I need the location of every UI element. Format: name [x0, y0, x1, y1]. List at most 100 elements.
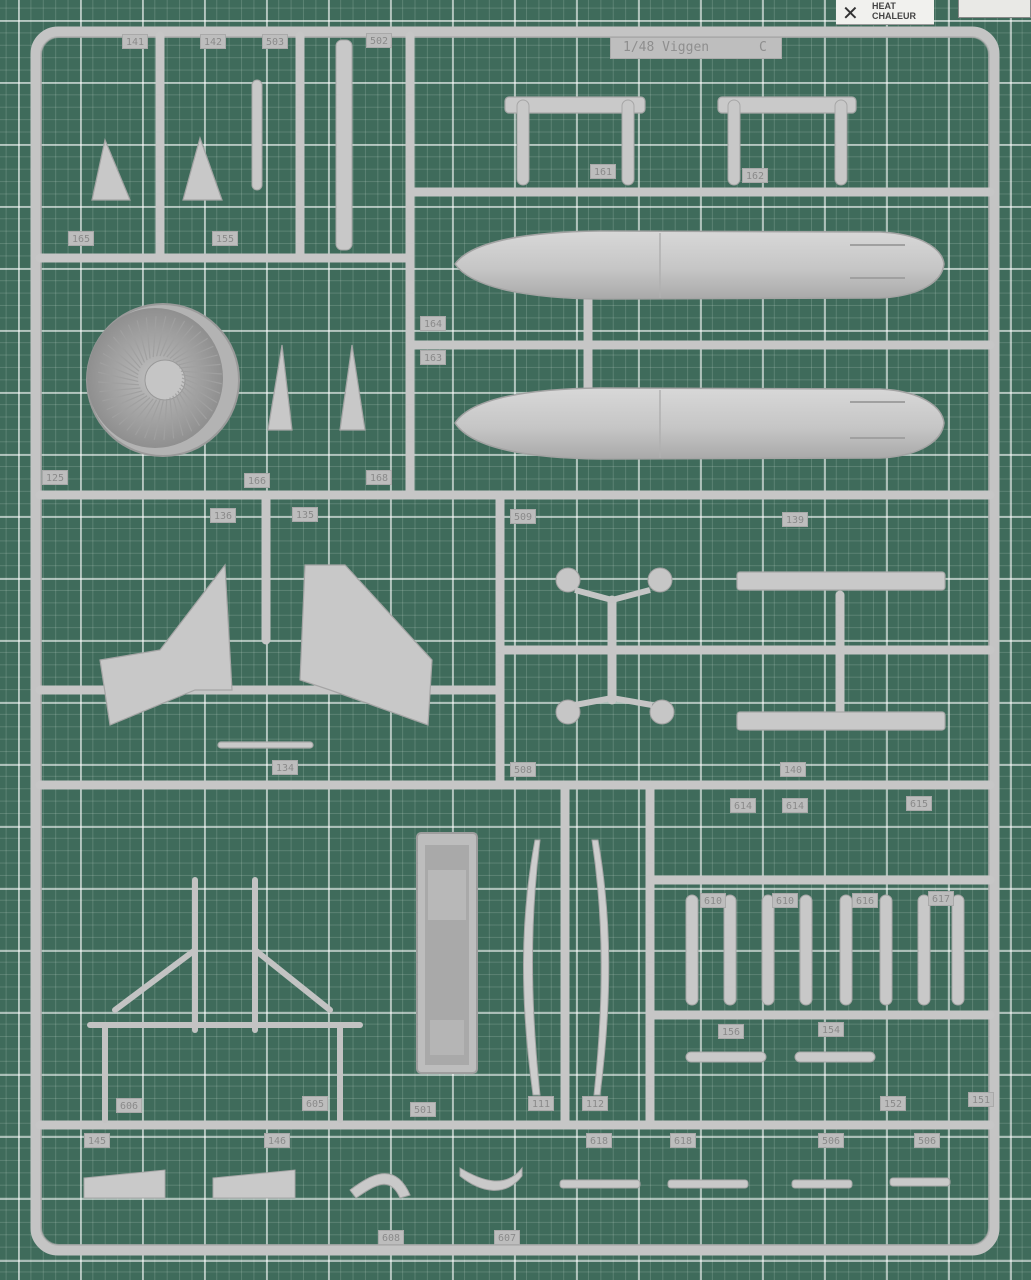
fan-blade — [169, 330, 202, 359]
fan-blade — [102, 352, 139, 376]
part-number-label: 607 — [494, 1230, 521, 1245]
fan-blade — [172, 395, 184, 436]
drop-tank-lower — [454, 387, 945, 460]
landing-gear-parts — [87, 877, 363, 1123]
part-number-label: 614 — [730, 798, 757, 813]
part-number-label: 606 — [116, 1098, 143, 1113]
part-number-label: 141 — [122, 34, 149, 49]
ruler-edge — [958, 0, 1031, 18]
fan-blade — [180, 384, 213, 412]
drop-tank-upper — [454, 230, 945, 300]
part-number-label: 156 — [718, 1024, 745, 1039]
chaleur-label: CHALEUR — [872, 11, 916, 21]
part-number-label: 165 — [68, 231, 95, 246]
fan-blade — [169, 397, 175, 439]
sprue-letter: C — [759, 40, 767, 55]
part-number-label: 145 — [84, 1133, 111, 1148]
fan-blade — [126, 398, 154, 431]
fan-blade — [181, 380, 218, 404]
fan-blade — [153, 399, 165, 440]
part-number-label: 161 — [590, 164, 617, 179]
sprue-frame-shadow — [40, 36, 990, 1246]
fan-blade — [136, 320, 148, 361]
part-number-label: 125 — [42, 470, 69, 485]
part-number-label: 618 — [670, 1133, 697, 1148]
fan-blade — [98, 371, 139, 383]
fan-blade — [179, 387, 208, 420]
fan-blade — [166, 325, 194, 358]
part-number-label: 168 — [366, 470, 393, 485]
part-number-label: 506 — [818, 1133, 845, 1148]
cockpit-tub-part — [416, 832, 478, 1074]
kit-scale-title: 1/48 Viggen — [623, 40, 710, 55]
part-number-label: 618 — [586, 1133, 613, 1148]
fin-parts — [91, 135, 433, 726]
part-number-label: 610 — [772, 893, 799, 908]
part-number-label: 501 — [410, 1102, 437, 1117]
fan-blade — [177, 354, 218, 366]
fan-blade — [127, 324, 145, 363]
sprue-frame — [30, 26, 1000, 1256]
fan-blade — [134, 399, 158, 436]
fan-blade — [98, 381, 140, 386]
canopy-strips — [522, 839, 610, 1096]
part-number-label: 163 — [420, 350, 447, 365]
sprue-runners — [35, 31, 995, 1130]
part-number-label: 164 — [420, 316, 447, 331]
part-number-label: 111 — [528, 1096, 555, 1111]
part-number-label: 152 — [880, 1096, 907, 1111]
part-number-label: 503 — [262, 34, 289, 49]
pylon-bars — [217, 96, 946, 749]
fan-blade — [175, 393, 193, 432]
part-number-label: 615 — [906, 796, 933, 811]
fan-blade — [99, 387, 141, 393]
fan-blade — [106, 393, 145, 411]
part-number-label: 154 — [818, 1022, 845, 1037]
part-number-label: 139 — [782, 512, 809, 527]
part-number-label: 616 — [852, 893, 879, 908]
part-number-label: 605 — [302, 1096, 329, 1111]
wheel-assemblies — [555, 567, 675, 725]
part-number-label: 142 — [200, 34, 227, 49]
fan-blade — [152, 316, 157, 358]
part-number-label: 166 — [244, 473, 271, 488]
part-number-label: 140 — [780, 762, 807, 777]
bottom-row-parts — [83, 1051, 951, 1199]
fan-blade — [163, 398, 168, 440]
fan-blade — [181, 377, 221, 394]
fan-blade — [111, 395, 148, 419]
part-number-label: 155 — [212, 231, 239, 246]
part-number-label: 112 — [582, 1096, 609, 1111]
fan-blade — [107, 344, 140, 372]
part-number-label: 509 — [510, 509, 537, 524]
engine-fan-part — [86, 303, 240, 457]
heat-warning-sticker: ✕ HEAT CHALEUR — [836, 0, 934, 25]
fan-blade — [102, 390, 143, 402]
fan-blade — [179, 363, 221, 369]
fan-blade — [144, 399, 161, 439]
fan-blade — [181, 373, 222, 385]
fan-blade — [118, 397, 151, 426]
part-number-label: 146 — [264, 1133, 291, 1148]
part-number-label: 151 — [968, 1092, 995, 1107]
fan-blade — [162, 320, 186, 357]
cross-icon: ✕ — [842, 1, 859, 25]
small-vertical-parts — [251, 39, 965, 1006]
part-number-label: 135 — [292, 507, 319, 522]
part-number-label: 617 — [928, 891, 955, 906]
fan-blade — [175, 345, 214, 363]
fan-blade — [159, 317, 176, 357]
fan-blade — [99, 362, 139, 379]
fan-blade — [177, 390, 201, 427]
fan-blade — [172, 337, 209, 361]
part-number-label: 502 — [366, 33, 393, 48]
part-number-label: 162 — [742, 168, 769, 183]
fan-blade — [155, 316, 167, 357]
sprue-title-tab: 1/48 Viggen C — [610, 37, 782, 59]
part-number-label: 608 — [378, 1230, 405, 1245]
part-number-label: 614 — [782, 798, 809, 813]
heat-label: HEAT — [872, 1, 896, 11]
part-number-label: 610 — [700, 893, 727, 908]
